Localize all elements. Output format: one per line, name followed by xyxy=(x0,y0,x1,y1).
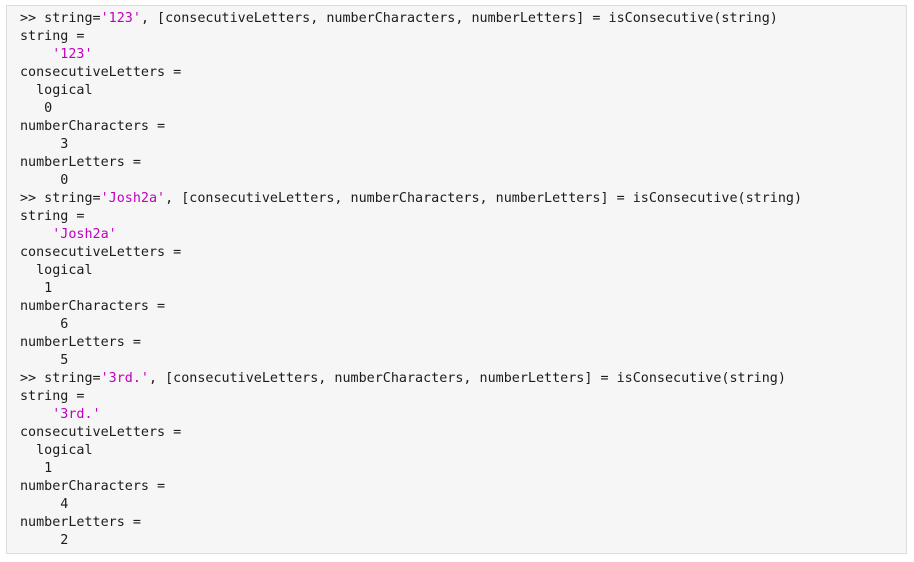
console-command-line[interactable]: >> string='123', [consecutiveLetters, nu… xyxy=(20,10,906,28)
string-literal: '3rd.' xyxy=(100,371,149,386)
console-output-line: string = xyxy=(20,388,906,406)
console-output-line: numberCharacters = xyxy=(20,298,906,316)
console-text: string = xyxy=(20,209,85,224)
console-text xyxy=(20,407,52,422)
console-output-line: 2 xyxy=(20,532,906,550)
console-text xyxy=(20,227,52,242)
console-output-line: logical xyxy=(20,442,906,460)
console-text: 3 xyxy=(20,137,69,152)
console-text: logical xyxy=(20,443,93,458)
console-text: logical xyxy=(20,263,93,278)
console-output-line: numberLetters = xyxy=(20,514,906,532)
console-output-line: 1 xyxy=(20,460,906,478)
console-output-line: 5 xyxy=(20,352,906,370)
console-text: , [consecutiveLetters, numberCharacters,… xyxy=(165,191,803,206)
console-output-line: consecutiveLetters = xyxy=(20,244,906,262)
console-text: consecutiveLetters = xyxy=(20,245,182,260)
console-text: logical xyxy=(20,83,93,98)
console-text: 0 xyxy=(20,101,53,116)
console-command-line[interactable]: >> string='Josh2a', [consecutiveLetters,… xyxy=(20,190,906,208)
console-text: 4 xyxy=(20,497,69,512)
console-text: >> string= xyxy=(20,11,101,26)
console-text: string = xyxy=(20,389,85,404)
string-literal: '123' xyxy=(52,47,93,62)
console-text: numberCharacters = xyxy=(20,299,166,314)
console-text: , [consecutiveLetters, numberCharacters,… xyxy=(149,371,786,386)
console-text: 1 xyxy=(20,461,53,476)
console-output-line: numberCharacters = xyxy=(20,118,906,136)
string-literal: '123' xyxy=(100,11,141,26)
console-output-line: 4 xyxy=(20,496,906,514)
console-text: 1 xyxy=(20,281,53,296)
string-literal: 'Josh2a' xyxy=(52,227,117,242)
console-text: >> string= xyxy=(20,191,101,206)
console-text: 6 xyxy=(20,317,69,332)
console-output-line: numberLetters = xyxy=(20,154,906,172)
console-text: >> string= xyxy=(20,371,101,386)
console-text: 0 xyxy=(20,173,69,188)
console-output-line: 0 xyxy=(20,172,906,190)
console-output-line: 0 xyxy=(20,100,906,118)
console-command-line[interactable]: >> string='3rd.', [consecutiveLetters, n… xyxy=(20,370,906,388)
console-output-line: '3rd.' xyxy=(20,406,906,424)
console-text: consecutiveLetters = xyxy=(20,65,182,80)
command-output-log: >> string='123', [consecutiveLetters, nu… xyxy=(20,10,906,550)
string-literal: 'Josh2a' xyxy=(100,191,166,206)
console-output-line: string = xyxy=(20,28,906,46)
console-text: , [consecutiveLetters, numberCharacters,… xyxy=(140,11,778,26)
console-text: numberCharacters = xyxy=(20,479,166,494)
console-output-line: logical xyxy=(20,82,906,100)
console-text: consecutiveLetters = xyxy=(20,425,182,440)
console-output-line: numberCharacters = xyxy=(20,478,906,496)
console-output-line: 1 xyxy=(20,280,906,298)
console-text: numberLetters = xyxy=(20,155,141,170)
console-text xyxy=(20,47,52,62)
console-output-line: consecutiveLetters = xyxy=(20,64,906,82)
console-text: 2 xyxy=(20,533,69,548)
console-text: 5 xyxy=(20,353,69,368)
console-text: numberLetters = xyxy=(20,335,141,350)
console-output-line: numberLetters = xyxy=(20,334,906,352)
console-output-line: 'Josh2a' xyxy=(20,226,906,244)
console-text: string = xyxy=(20,29,85,44)
console-output-line: consecutiveLetters = xyxy=(20,424,906,442)
console-output-line: 6 xyxy=(20,316,906,334)
string-literal: '3rd.' xyxy=(52,407,101,422)
matlab-command-window[interactable]: >> string='123', [consecutiveLetters, nu… xyxy=(6,5,907,554)
console-output-line: 3 xyxy=(20,136,906,154)
console-text: numberCharacters = xyxy=(20,119,166,134)
console-text: numberLetters = xyxy=(20,515,141,530)
console-output-line: logical xyxy=(20,262,906,280)
console-output-line: string = xyxy=(20,208,906,226)
console-output-line: '123' xyxy=(20,46,906,64)
